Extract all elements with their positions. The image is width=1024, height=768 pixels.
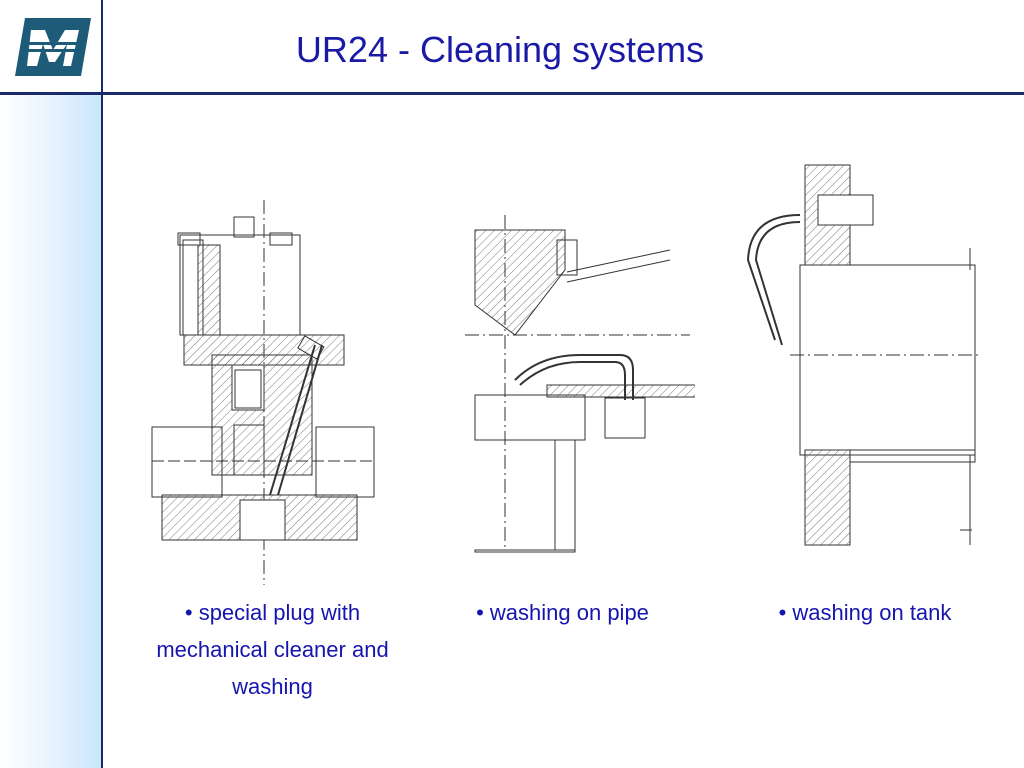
caption-text: washing on tank <box>792 600 952 625</box>
drawing-washing-on-tank <box>746 164 980 546</box>
caption-washing-on-pipe: • washing on pipe <box>435 594 690 631</box>
bullet: • <box>184 600 193 625</box>
left-gradient-sidebar <box>0 95 101 768</box>
slide-title: UR24 - Cleaning systems <box>295 29 705 70</box>
company-logo-icon <box>15 18 91 76</box>
caption-special-plug: • special plug with mechanical cleaner a… <box>155 594 390 705</box>
bullet: • <box>476 600 484 625</box>
bullet: • <box>778 600 787 625</box>
caption-text: washing on pipe <box>489 600 649 625</box>
caption-text: special plug with mechanical cleaner and… <box>156 600 389 699</box>
vertical-divider <box>101 0 103 768</box>
caption-washing-on-tank: • washing on tank <box>740 594 990 631</box>
drawing-special-plug <box>151 200 375 585</box>
drawing-washing-on-pipe <box>465 215 695 553</box>
header-divider <box>0 92 1024 95</box>
